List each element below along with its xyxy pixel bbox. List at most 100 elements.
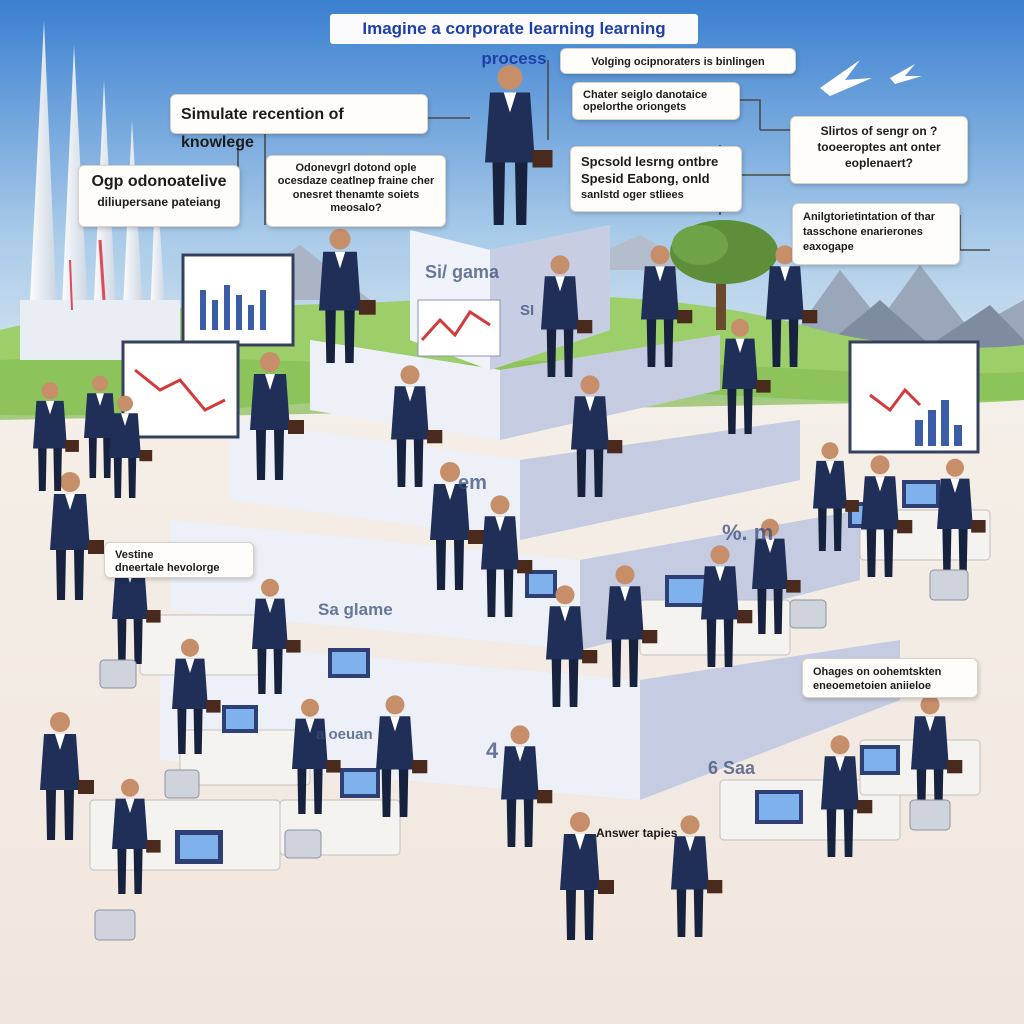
person-figure (813, 442, 859, 551)
callout-left-box-title: Ogp odonoatelive (91, 173, 227, 190)
step-label-bottom-block: 6 Saa (708, 758, 756, 778)
briefcase-icon (677, 310, 693, 324)
person-figure (671, 815, 723, 937)
briefcase-icon (326, 760, 341, 773)
laptop-icon (175, 480, 940, 864)
person-figure (766, 245, 818, 367)
briefcase-icon (802, 310, 818, 324)
briefcase-icon (642, 630, 658, 644)
person-figure (481, 495, 533, 617)
person-figure (701, 545, 753, 667)
person-figure (821, 735, 873, 857)
people-group (33, 65, 986, 940)
page-title: Imagine a corporate learning learning pr… (330, 14, 698, 68)
person-figure (722, 318, 771, 434)
briefcase-icon (582, 650, 598, 664)
step-label-lower-side: a oeuan (316, 726, 373, 743)
briefcase-icon (286, 640, 301, 653)
person-figure (560, 812, 614, 940)
person-figure (485, 65, 553, 225)
person-figure (937, 458, 986, 574)
callout-top-right-tag: Volging ocipnoraters is binlingen (560, 48, 796, 74)
whiteboard-chart-icon (121, 253, 980, 454)
briefcase-icon (139, 450, 153, 462)
callout-left-box-subtitle: diliupersane pateiang (97, 194, 221, 209)
person-figure (430, 462, 484, 590)
step-label-top-side: SI (520, 302, 535, 319)
person-figure (861, 455, 913, 577)
callout-answer-topics: Answer tapies (596, 826, 678, 840)
callout-right-card-1: Chater seiglo danotaice opelorthe oriong… (572, 82, 740, 120)
briefcase-icon (577, 320, 593, 334)
briefcase-icon (206, 700, 221, 713)
callout-right-card-2-line2: Spesid Eabong, onld (581, 171, 710, 186)
callout-left-lower-subtitle: dneertale hevolorge (115, 562, 220, 574)
person-figure (109, 395, 153, 498)
person-figure (501, 725, 553, 847)
person-figure (319, 228, 376, 363)
briefcase-icon (607, 440, 623, 454)
step-label-bottom-side: 4 (486, 738, 499, 763)
desk-chair-icon (94, 569, 969, 941)
step-label-mid-block: em (458, 472, 487, 494)
briefcase-icon (468, 530, 484, 544)
person-figure (606, 565, 658, 687)
person-figure (641, 245, 693, 367)
bird-icon (820, 60, 922, 96)
briefcase-icon (146, 840, 161, 853)
person-figure (252, 578, 301, 694)
briefcase-icon (532, 150, 553, 168)
person-figure (250, 352, 304, 480)
briefcase-icon (65, 440, 79, 452)
callout-right-lower: Ohages on oohemtskten eneoemetoien aniie… (802, 658, 978, 698)
tree-icon (670, 220, 778, 330)
person-figure (50, 472, 104, 600)
briefcase-icon (845, 500, 859, 512)
briefcase-icon (947, 760, 963, 774)
person-figure (112, 778, 161, 894)
briefcase-icon (857, 800, 873, 814)
callout-right-card-2: Spcsold lesrng ontbre Spesid Eabong, onl… (570, 146, 742, 212)
briefcase-icon (146, 610, 161, 623)
person-figure (33, 382, 79, 491)
person-figure (571, 375, 623, 497)
briefcase-icon (897, 520, 913, 534)
step-label-lower-block: Sa glame (318, 600, 393, 619)
person-figure (546, 585, 598, 707)
briefcase-icon (756, 380, 771, 393)
briefcase-icon (288, 420, 304, 434)
briefcase-icon (358, 300, 376, 315)
step-label-top-block: Si/ gama (425, 262, 500, 282)
person-figure (292, 698, 341, 814)
briefcase-icon (598, 880, 614, 894)
person-figure (40, 712, 94, 840)
briefcase-icon (427, 430, 443, 444)
person-figure (376, 695, 428, 817)
callout-left-lower: Vestine dneertale hevolorge (104, 542, 254, 578)
callout-left-box: Ogp odonoatelive diliupersane pateiang (78, 165, 240, 227)
callout-center-left: Odonevgrl dotond ople ocesdaze ceatlnep … (266, 155, 446, 227)
callout-right-card-3: Slirtos of sengr on ? tooeeroptes ant on… (790, 116, 968, 184)
callout-right-card-2-line3: sanlstd oger stliees (581, 189, 684, 201)
briefcase-icon (88, 540, 104, 554)
person-figure (752, 518, 801, 634)
callout-left-lower-title: Vestine (115, 549, 154, 561)
person-figure (541, 255, 593, 377)
callout-right-card-2-title: Spcsold lesrng ontbre (581, 154, 719, 169)
briefcase-icon (412, 760, 428, 774)
briefcase-icon (78, 780, 94, 794)
briefcase-icon (707, 880, 723, 894)
callout-simulate-knowledge: Simulate recention of knowlege (170, 94, 428, 151)
person-figure (172, 638, 221, 754)
briefcase-icon (786, 580, 801, 593)
person-figure (391, 365, 443, 487)
briefcase-icon (517, 560, 533, 574)
callout-right-card-4: Anilgtorietintation of thar tasschone en… (792, 203, 960, 265)
briefcase-icon (537, 790, 553, 804)
step-label-mid-side: %. m (722, 520, 774, 545)
briefcase-icon (737, 610, 753, 624)
person-figure (84, 375, 128, 478)
briefcase-icon (971, 520, 986, 533)
